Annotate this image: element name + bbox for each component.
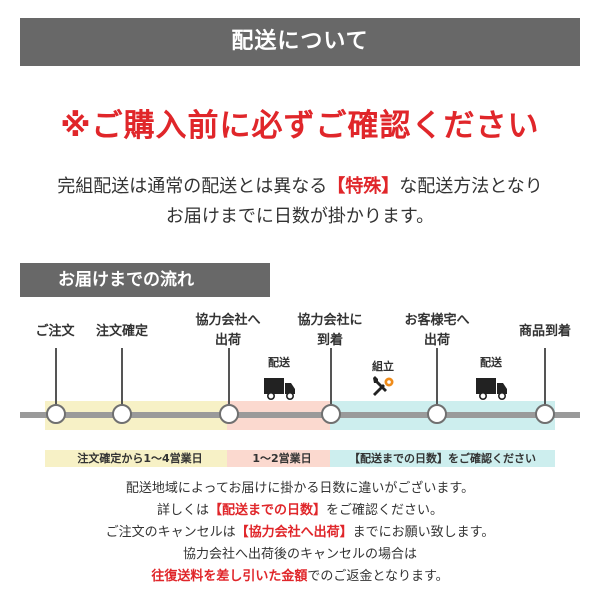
timeline-node-delivered	[535, 404, 555, 424]
timeline-node-arrive-partner	[321, 404, 341, 424]
note-line-3-pre: ご注文のキャンセルは	[105, 525, 236, 540]
warning-notice: ※ご購入前に必ずご確認ください	[60, 108, 540, 144]
intro-line-1: 完組配送は通常の配送とは異なる【特殊】な配送方法となり	[0, 172, 600, 202]
note-line-2-pre: 詳しくは	[156, 503, 209, 518]
step-ship-partner: 協力会社へ出荷	[188, 311, 268, 351]
note-line-2-highlight: 【配送までの日数】	[208, 503, 326, 518]
note-line-2: 詳しくは【配送までの日数】をご確認ください。	[0, 500, 600, 522]
timeline-node-ship-partner	[219, 404, 239, 424]
step-order: ご注文	[15, 322, 95, 342]
note-line-3: ご注文のキャンセルは【協力会社へ出荷】までにお願い致します。	[0, 522, 600, 544]
timeline-node-confirm	[112, 404, 132, 424]
event-label-delivery-2: 配送	[480, 356, 502, 369]
intro-line-1-post: な配送方法となり	[399, 176, 543, 197]
step-ship-customer-line1: お客様宅へ	[404, 313, 470, 328]
note-line-5: 往復送料を差し引いた金額でのご返金となります。	[0, 566, 600, 588]
timeline-node-ship-customer	[427, 404, 447, 424]
step-ship-customer: お客様宅へ出荷	[397, 311, 477, 351]
intro-line-1-pre: 完組配送は通常の配送とは異なる	[57, 176, 328, 197]
step-order-label: ご注文	[35, 324, 75, 339]
timeline-node-order	[46, 404, 66, 424]
note-line-4: 協力会社へ出荷後のキャンセルの場合は	[182, 547, 417, 562]
step-ship-partner-line1: 協力会社へ	[195, 313, 261, 328]
step-confirm: 注文確定	[82, 322, 162, 342]
event-label-delivery-1: 配送	[268, 356, 290, 369]
intro-text: 完組配送は通常の配送とは異なる【特殊】な配送方法となり お届けまでに日数が掛かり…	[0, 172, 600, 232]
step-delivered-label: 商品到着	[518, 324, 571, 339]
notes: 配送地域によってお届けに掛かる日数に違いがございます。 詳しくは【配送までの日数…	[0, 478, 600, 588]
connector-line-delivered	[544, 348, 546, 412]
truck-icon	[476, 378, 507, 400]
step-arrive-partner-line2: 到着	[316, 333, 343, 348]
flow-title: お届けまでの流れ	[20, 263, 270, 297]
connector-line-confirm	[121, 348, 123, 412]
connector-line-ship-customer	[436, 348, 438, 412]
note-line-5-highlight: 往復送料を差し引いた金額	[151, 569, 308, 584]
truck-icon	[264, 378, 295, 400]
note-line-1: 配送地域によってお届けに掛かる日数に違いがございます。	[125, 481, 475, 496]
step-ship-partner-line2: 出荷	[214, 333, 241, 348]
connector-line-ship-partner	[228, 348, 230, 412]
duration-delivery: 【配送までの日数】をご確認ください	[330, 450, 555, 467]
connector-line-order	[55, 348, 57, 412]
note-line-2-post: をご確認ください。	[326, 503, 444, 518]
note-line-5-post: でのご返金となります。	[307, 569, 449, 584]
note-line-3-highlight: 【協力会社へ出荷】	[235, 525, 353, 540]
step-arrive-partner-line1: 協力会社に	[297, 313, 363, 328]
intro-line-2: お届けまでに日数が掛かります。	[165, 206, 435, 227]
duration-order: 注文確定から1〜4営業日	[45, 450, 235, 467]
step-arrive-partner: 協力会社に到着	[290, 311, 370, 351]
step-delivered: 商品到着	[505, 322, 585, 342]
step-ship-customer-line2: 出荷	[423, 333, 450, 348]
tools-icon	[373, 376, 394, 396]
connector-line-arrive-partner	[330, 348, 332, 412]
duration-partner: 1〜2営業日	[227, 450, 337, 467]
special-highlight: 【特殊】	[327, 176, 400, 197]
step-confirm-label: 注文確定	[95, 324, 148, 339]
event-label-assembly: 組立	[372, 360, 394, 373]
note-line-3-post: までにお願い致します。	[352, 525, 495, 540]
section-header: 配送について	[20, 18, 580, 66]
timeline-line	[20, 412, 580, 418]
